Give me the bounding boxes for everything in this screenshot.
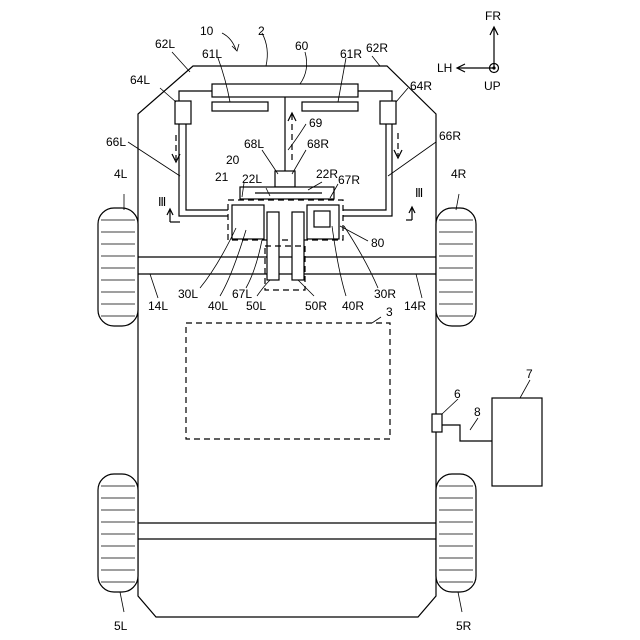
label-wheel-front-right: 4R xyxy=(451,167,467,181)
wheel-rear-left xyxy=(98,474,138,592)
radiator xyxy=(212,84,358,97)
label-motor-right: 30R xyxy=(374,287,396,301)
label-pipe-right: 66R xyxy=(439,129,461,143)
label-cooling-unit: 20 xyxy=(226,153,240,167)
label-line-69: 69 xyxy=(309,116,323,130)
label-line-67R: 67R xyxy=(338,173,360,187)
label-inlet: 6 xyxy=(454,387,461,401)
label-box-right: 64R xyxy=(410,79,432,93)
label-duct-left: 62L xyxy=(155,37,175,51)
label-sensor: 80 xyxy=(371,236,385,250)
section-label-right: Ⅲ xyxy=(415,186,423,200)
wheel-rear-right xyxy=(436,474,476,592)
label-body: 2 xyxy=(258,24,265,38)
section-label-left: Ⅲ xyxy=(158,195,166,209)
label-wheel-rear-right: 5R xyxy=(456,619,472,633)
compass-left-label: LH xyxy=(437,61,452,75)
box-right xyxy=(380,101,396,124)
wheel-front-right xyxy=(436,208,476,326)
label-duct-right: 62R xyxy=(366,41,388,55)
label-part-21: 21 xyxy=(215,170,229,184)
label-cable: 8 xyxy=(474,405,481,419)
label-valve-68L: 68L xyxy=(244,137,264,151)
label-fan-right: 61R xyxy=(340,47,362,61)
fan-left xyxy=(212,102,268,111)
label-axle-left: 14L xyxy=(148,299,168,313)
compass-up-label: UP xyxy=(484,79,501,93)
vehicle-body-outline xyxy=(138,66,436,617)
compass-forward-label: FR xyxy=(485,9,501,23)
direction-compass: FR LH UP xyxy=(437,9,501,93)
inverter-right xyxy=(314,211,330,227)
label-axle-right: 14R xyxy=(404,299,426,313)
label-charger: 7 xyxy=(526,367,533,381)
box-left xyxy=(175,101,191,124)
label-part-22L: 22L xyxy=(242,172,262,186)
label-gear-left: 50L xyxy=(246,299,266,313)
label-fan-left: 61L xyxy=(202,47,222,61)
label-inverter-left: 40L xyxy=(208,299,228,313)
label-vehicle: 10 xyxy=(200,24,214,38)
cabin xyxy=(186,323,390,439)
label-part-22R: 22R xyxy=(316,167,338,181)
wheel-front-left xyxy=(98,208,138,326)
label-wheel-rear-left: 5L xyxy=(114,619,128,633)
label-radiator: 60 xyxy=(295,39,309,53)
cable xyxy=(442,425,492,441)
inlet xyxy=(432,414,442,432)
section-marker-right: Ⅲ xyxy=(406,186,423,220)
fan-right xyxy=(302,102,358,111)
label-cabin: 3 xyxy=(386,305,393,319)
label-pipe-left: 66L xyxy=(106,135,126,149)
flow-arrows xyxy=(172,113,402,162)
label-wheel-front-left: 4L xyxy=(114,167,128,181)
section-marker-left: Ⅲ xyxy=(158,195,180,222)
label-motor-left: 30L xyxy=(178,287,198,301)
label-inverter-right: 40R xyxy=(342,299,364,313)
rear-axle xyxy=(138,523,436,539)
front-axle xyxy=(138,257,436,274)
motor-left xyxy=(232,205,264,239)
label-gear-right: 50R xyxy=(305,299,327,313)
charger xyxy=(492,398,542,486)
label-valve-68R: 68R xyxy=(307,137,329,151)
label-box-left: 64L xyxy=(130,73,150,87)
